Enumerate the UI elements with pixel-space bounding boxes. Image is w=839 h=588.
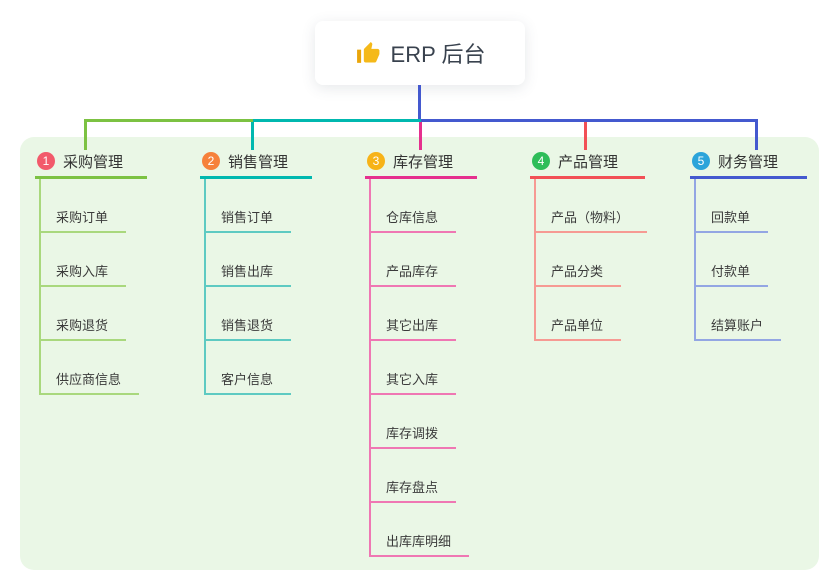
- branch-finance: 5 财务管理 回款单 付款单 结算账户: [690, 146, 807, 341]
- branch-purchase-children: 采购订单 采购入库 采购退货 供应商信息: [39, 179, 147, 395]
- connector-drop-product: [584, 122, 587, 150]
- connector-bus-blue: [421, 119, 758, 122]
- child-node[interactable]: 销售退货: [206, 287, 292, 341]
- branch-inventory-node[interactable]: 3 库存管理: [365, 146, 477, 179]
- child-node[interactable]: 库存调拨: [371, 395, 457, 449]
- branch-sales-label: 销售管理: [228, 153, 289, 171]
- child-node[interactable]: 其它入库: [371, 341, 457, 395]
- branch-product-label: 产品管理: [558, 153, 619, 171]
- connector-drop-sales: [251, 122, 254, 150]
- child-node[interactable]: 销售出库: [206, 233, 292, 287]
- connector-root-drop: [418, 85, 421, 121]
- child-node[interactable]: 库存盘点: [371, 449, 457, 503]
- branch-finance-badge: 5: [692, 152, 710, 170]
- child-node[interactable]: 回款单: [696, 179, 769, 233]
- branch-inventory: 3 库存管理 仓库信息 产品库存 其它出库 其它入库 库存调拨 库存盘点 出库库…: [365, 146, 477, 557]
- root-label: ERP 后台: [390, 42, 486, 67]
- branch-finance-children: 回款单 付款单 结算账户: [694, 179, 807, 341]
- thumbs-up-icon: [356, 42, 379, 63]
- child-node[interactable]: 采购退货: [41, 287, 127, 341]
- connector-drop-finance: [755, 119, 758, 150]
- branch-finance-label: 财务管理: [718, 153, 779, 171]
- child-node[interactable]: 结算账户: [696, 287, 782, 341]
- child-node[interactable]: 出库库明细: [371, 503, 470, 557]
- child-node[interactable]: 其它出库: [371, 287, 457, 341]
- branch-product: 4 产品管理 产品（物料） 产品分类 产品单位: [530, 146, 648, 341]
- branch-inventory-badge: 3: [367, 152, 385, 170]
- branch-product-badge: 4: [532, 152, 550, 170]
- child-node[interactable]: 客户信息: [206, 341, 292, 395]
- branch-sales-badge: 2: [202, 152, 220, 170]
- connector-bus-teal: [253, 119, 421, 122]
- connector-drop-purchase: [84, 119, 87, 150]
- mindmap-panel: [20, 137, 819, 570]
- branch-purchase-label: 采购管理: [63, 153, 124, 171]
- child-node[interactable]: 仓库信息: [371, 179, 457, 233]
- branch-finance-node[interactable]: 5 财务管理: [690, 146, 807, 179]
- branch-inventory-label: 库存管理: [393, 153, 454, 171]
- child-node[interactable]: 产品分类: [536, 233, 622, 287]
- child-node[interactable]: 产品库存: [371, 233, 457, 287]
- root-node[interactable]: ERP 后台: [315, 21, 525, 85]
- child-node[interactable]: 产品单位: [536, 287, 622, 341]
- child-node[interactable]: 供应商信息: [41, 341, 140, 395]
- branch-sales-node[interactable]: 2 销售管理: [200, 146, 312, 179]
- branch-sales: 2 销售管理 销售订单 销售出库 销售退货 客户信息: [200, 146, 312, 395]
- child-node[interactable]: 销售订单: [206, 179, 292, 233]
- connector-drop-inventory: [419, 122, 422, 150]
- branch-sales-children: 销售订单 销售出库 销售退货 客户信息: [204, 179, 312, 395]
- branch-purchase-node[interactable]: 1 采购管理: [35, 146, 147, 179]
- branch-product-node[interactable]: 4 产品管理: [530, 146, 645, 179]
- connector-bus-green: [84, 119, 254, 122]
- child-node[interactable]: 采购入库: [41, 233, 127, 287]
- branch-product-children: 产品（物料） 产品分类 产品单位: [534, 179, 648, 341]
- child-node[interactable]: 采购订单: [41, 179, 127, 233]
- child-node[interactable]: 产品（物料）: [536, 179, 648, 233]
- branch-purchase: 1 采购管理 采购订单 采购入库 采购退货 供应商信息: [35, 146, 147, 395]
- branch-purchase-badge: 1: [37, 152, 55, 170]
- child-node[interactable]: 付款单: [696, 233, 769, 287]
- branch-inventory-children: 仓库信息 产品库存 其它出库 其它入库 库存调拨 库存盘点 出库库明细: [369, 179, 477, 557]
